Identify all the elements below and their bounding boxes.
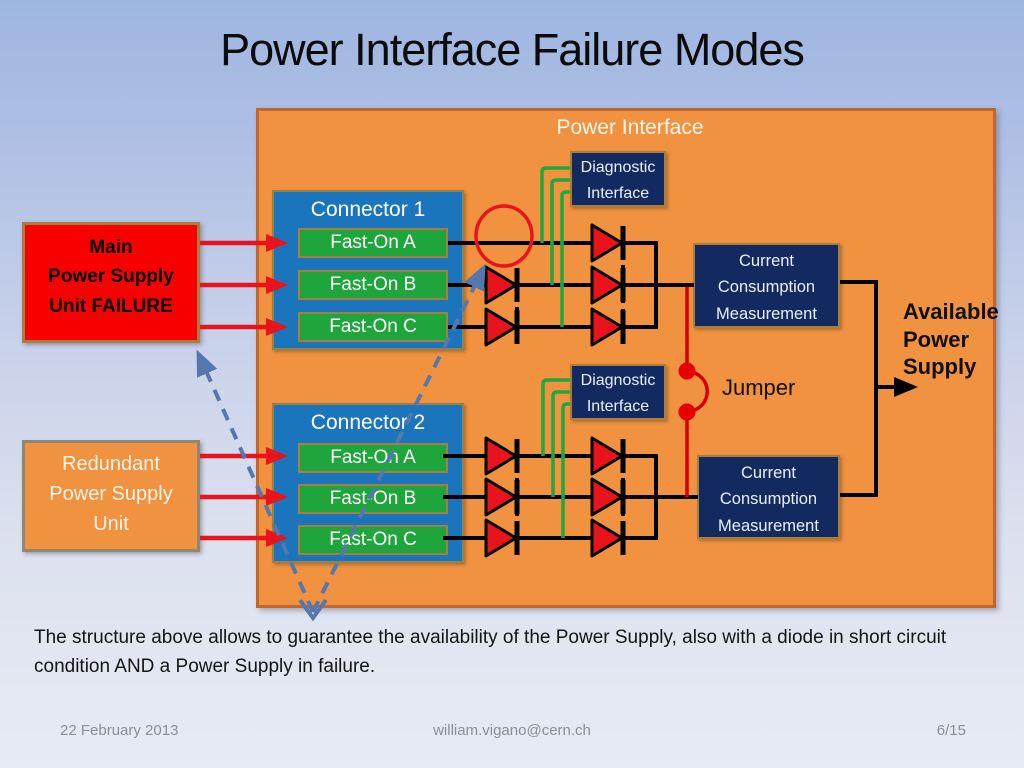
connector1-title: Connector 1 [310, 198, 426, 221]
connector2-fast-on-b: Fast-On B [298, 484, 448, 514]
diagnostic1-line: Interface [586, 184, 650, 202]
available-power-supply-label: Available Power Supply [903, 298, 1013, 381]
ccm2-line: Measurement [718, 516, 819, 535]
connector1-fast-on-b: Fast-On B [298, 270, 448, 300]
connector2-fast-on-a: Fast-On A [298, 443, 448, 473]
ccm1-line: Consumption [717, 278, 816, 297]
main-psu-line: Unit FAILURE [49, 295, 173, 317]
redundant-power-supply-box: Redundant Power Supply Unit [22, 440, 200, 552]
diagnostic-interface1-box: Diagnostic Interface [570, 151, 666, 207]
connector2-box: Connector 2 Fast-On A Fast-On B Fast-On … [272, 403, 464, 563]
connector1-fast-on-c: Fast-On C [298, 312, 448, 342]
diagnostic2-line: Interface [586, 397, 650, 415]
redundant-psu-line: Unit [93, 513, 129, 535]
diagnostic1-line: Diagnostic [580, 159, 656, 176]
main-power-supply-failure-box: Main Power Supply Unit FAILURE [22, 222, 200, 343]
connector1-fast-on-a: Fast-On A [298, 228, 448, 258]
available-line: Power [903, 326, 970, 352]
slide-title: Power Interface Failure Modes [220, 24, 805, 75]
connector1-box: Connector 1 Fast-On A Fast-On B Fast-On … [272, 190, 464, 350]
available-line: Supply [903, 354, 977, 379]
footer-email: william.vigano@cern.ch [433, 722, 591, 739]
panel-title: Power Interface [556, 116, 704, 139]
connector2-title: Connector 2 [310, 411, 426, 434]
jumper-label: Jumper [722, 375, 796, 400]
ccm2-line: Consumption [719, 490, 818, 509]
caption-text: The structure above allows to guarantee … [34, 627, 947, 677]
main-psu-line: Main [89, 237, 133, 258]
ccm1-line: Current [738, 252, 795, 270]
available-line: Available [903, 299, 999, 324]
current-measurement2-box: Current Consumption Measurement [697, 455, 840, 539]
current-measurement1-box: Current Consumption Measurement [693, 243, 840, 328]
main-psu-line: Power Supply [48, 266, 174, 288]
diagnostic-interface2-box: Diagnostic Interface [570, 364, 666, 420]
footer-date: 22 February 2013 [60, 722, 179, 739]
ccm1-line: Measurement [716, 304, 817, 323]
redundant-psu-line: Redundant [62, 453, 160, 475]
diagnostic2-line: Diagnostic [580, 372, 656, 389]
connector2-fast-on-c: Fast-On C [298, 525, 448, 555]
redundant-psu-line: Power Supply [49, 483, 173, 505]
footer-page: 6/15 [936, 722, 966, 739]
ccm2-line: Current [740, 464, 797, 482]
